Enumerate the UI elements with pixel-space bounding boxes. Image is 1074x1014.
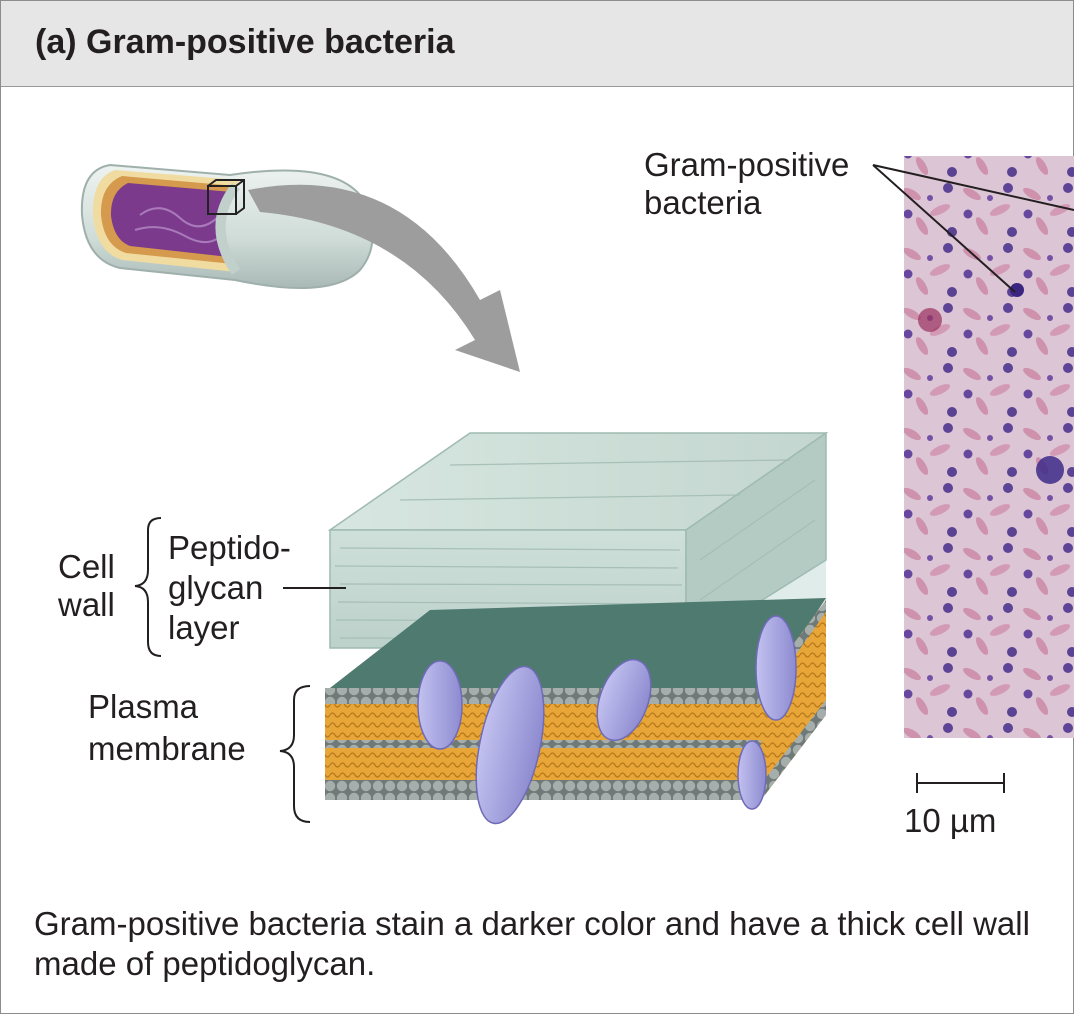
leader-lines	[283, 164, 1074, 589]
plasma-membrane-label: Plasma membrane	[88, 688, 246, 767]
peptidoglycan-layer	[327, 431, 829, 650]
gram-stain-micrograph	[904, 156, 1074, 738]
figure-header: (a) Gram-positive bacteria	[1, 1, 1073, 87]
brace-marks	[134, 517, 311, 823]
micrograph-label: Gram-positive bacteria	[644, 146, 850, 221]
peptidoglycan-label: Peptido- glycan layer	[168, 529, 291, 646]
scale-bar	[916, 773, 1005, 793]
figure-caption: Gram-positive bacteria stain a darker co…	[34, 905, 1030, 982]
figure-title: (a) Gram-positive bacteria	[35, 23, 455, 61]
scale-bar-label: 10 µm	[904, 802, 997, 839]
membrane-proteins	[417, 615, 797, 825]
zoom-arrow	[248, 184, 520, 372]
cell-wall-label: Cell wall	[58, 548, 115, 623]
bacterium-cell-illustration	[80, 163, 374, 289]
